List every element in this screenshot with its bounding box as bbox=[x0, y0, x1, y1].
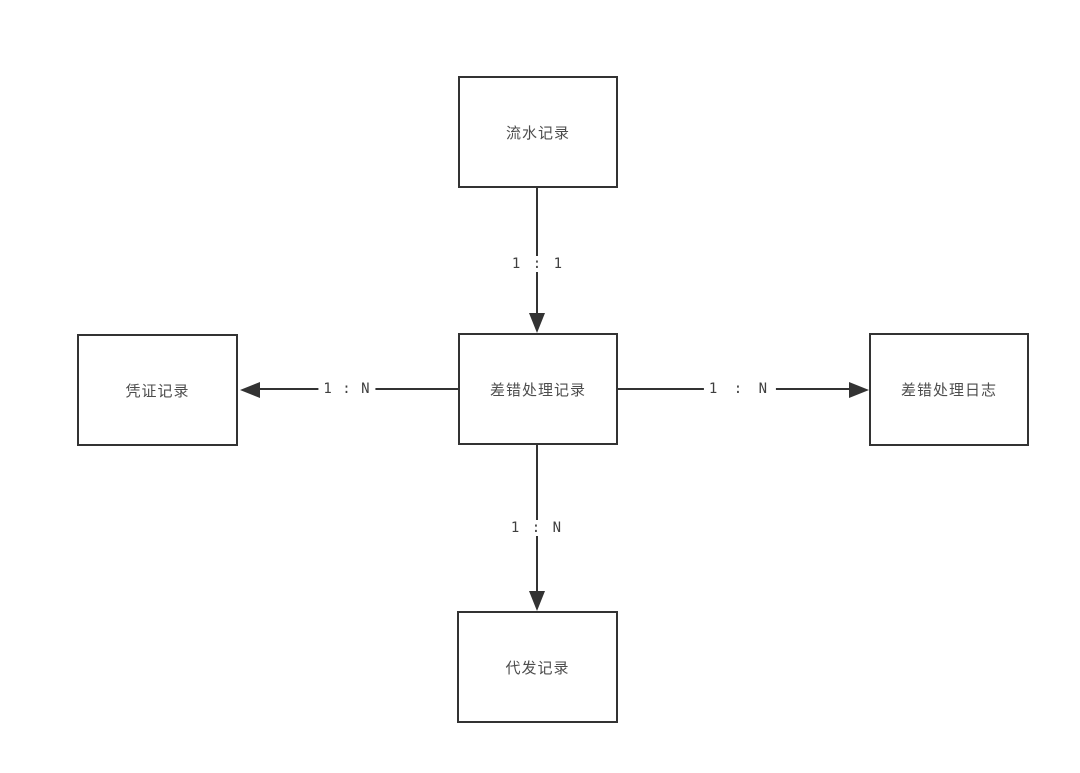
node-error-handling-log: 差错处理日志 bbox=[869, 333, 1029, 446]
node-error-handling-record: 差错处理记录 bbox=[458, 333, 618, 445]
edge-label-1-1: 1 : 1 bbox=[506, 256, 570, 272]
edge-label-1-n: 1 : N bbox=[318, 381, 376, 397]
node-voucher-record-label: 凭证记录 bbox=[125, 381, 190, 400]
arrowhead-left-icon bbox=[240, 382, 260, 398]
edge-line-error-to-agency bbox=[536, 445, 538, 592]
node-agency-payment-record-label: 代发记录 bbox=[505, 658, 570, 677]
edge-label-1-n: 1 : N bbox=[703, 381, 777, 397]
node-flow-record-label: 流水记录 bbox=[505, 123, 570, 142]
node-voucher-record: 凭证记录 bbox=[77, 334, 238, 446]
arrowhead-right-icon bbox=[849, 382, 869, 398]
node-error-handling-record-label: 差错处理记录 bbox=[489, 380, 586, 399]
node-flow-record: 流水记录 bbox=[458, 76, 618, 188]
arrowhead-down-icon bbox=[529, 591, 545, 611]
edge-line-flow-to-error bbox=[536, 188, 538, 314]
edge-label-1-n: 1 : N bbox=[505, 520, 569, 536]
node-agency-payment-record: 代发记录 bbox=[457, 611, 618, 723]
node-error-handling-log-label: 差错处理日志 bbox=[900, 381, 997, 399]
arrowhead-down-icon bbox=[529, 313, 545, 333]
